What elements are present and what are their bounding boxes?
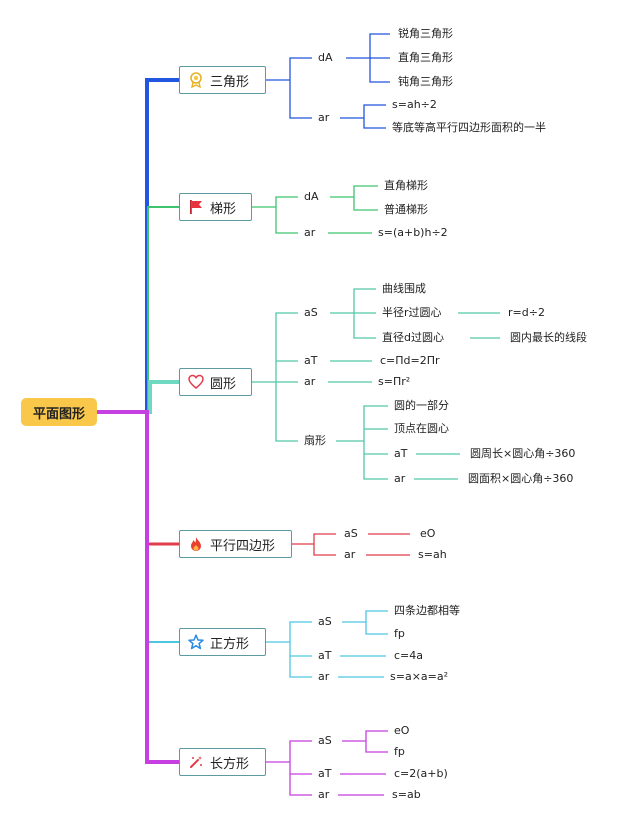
rectangle-aS-item: fp — [394, 745, 405, 758]
square-aT-label: aT — [318, 649, 332, 662]
rectangle-aT-label: aT — [318, 767, 332, 780]
node-circle-label: 圆形 — [210, 376, 237, 392]
trapezoid-dA-label: dA — [304, 190, 319, 203]
circle-aS-value: 圆内最长的线段 — [510, 331, 587, 344]
parallelogram-aS-value: eO — [420, 527, 436, 540]
square-aS-item: fp — [394, 627, 405, 640]
triangle-dA-item: 锐角三角形 — [398, 27, 453, 40]
circle-sector-value: 圆面积×圆心角÷360 — [468, 472, 574, 485]
parallelogram-aS-label: aS — [344, 527, 358, 540]
rectangle-aT-value: c=2(a+b) — [394, 767, 448, 780]
node-triangle[interactable]: 三角形 — [179, 66, 266, 94]
circle-sector-label: 扇形 — [304, 434, 326, 447]
connector-rectangle — [95, 410, 182, 764]
ribbon-medal-icon — [188, 72, 204, 88]
square-aT-value: c=4a — [394, 649, 424, 662]
circle-aS-value: r=d÷2 — [508, 306, 545, 319]
circle-aS-label: aS — [304, 306, 318, 319]
star-icon — [188, 634, 204, 650]
node-parallelogram[interactable]: 平行四边形 — [179, 530, 292, 558]
fire-icon — [188, 536, 204, 552]
connector-parallelogram — [95, 410, 182, 546]
triangle-ar-item: 等底等高平行四边形面积的一半 — [392, 121, 546, 134]
square-ar-label: ar — [318, 670, 330, 683]
rectangle-aS-item: eO — [394, 724, 410, 737]
circle-sector-item: aT — [394, 447, 408, 460]
square-aS-item: 四条边都相等 — [394, 604, 460, 617]
red-flag-icon — [188, 199, 204, 215]
triangle-dA-label: dA — [318, 51, 333, 64]
heart-icon — [188, 374, 204, 390]
rectangle-ar-value: s=ab — [392, 788, 421, 801]
node-parallelogram-label: 平行四边形 — [210, 538, 276, 554]
circle-aT-value: c=Πd=2Πr — [380, 354, 440, 367]
triangle-ar-label: ar — [318, 111, 330, 124]
rectangle-aS-label: aS — [318, 734, 332, 747]
square-ar-value: s=a×a=a² — [390, 670, 449, 683]
connector-square — [96, 411, 181, 643]
triangle-ar-item: s=ah÷2 — [392, 98, 437, 111]
circle-aS-item: 曲线围成 — [382, 282, 426, 295]
triangle-dA-item: 直角三角形 — [398, 51, 453, 64]
circle-ar-label: ar — [304, 375, 316, 388]
node-rectangle-label: 长方形 — [210, 756, 250, 772]
circle-sector-item: ar — [394, 472, 406, 485]
triangle-dA-item: 钝角三角形 — [398, 75, 453, 88]
magic-wand-icon — [188, 754, 204, 770]
connector-triangle — [95, 78, 182, 414]
node-triangle-label: 三角形 — [210, 74, 250, 90]
square-aS-label: aS — [318, 615, 332, 628]
root-node[interactable]: 平面图形 — [21, 398, 97, 426]
trapezoid-dA-item: 直角梯形 — [384, 179, 428, 192]
circle-sector-value: 圆周长×圆心角÷360 — [470, 447, 576, 460]
parallelogram-ar-label: ar — [344, 548, 356, 561]
circle-sector-item: 圆的一部分 — [394, 399, 449, 412]
circle-aT-label: aT — [304, 354, 318, 367]
circle-aS-item: 半径r过圆心 — [382, 306, 442, 319]
circle-aS-item: 直径d过圆心 — [382, 331, 444, 344]
trapezoid-dA-item: 普通梯形 — [384, 203, 428, 216]
node-square-label: 正方形 — [210, 636, 250, 652]
trapezoid-ar-label: ar — [304, 226, 316, 239]
node-trapezoid-label: 梯形 — [210, 201, 237, 217]
node-rectangle[interactable]: 长方形 — [179, 748, 266, 776]
rectangle-ar-label: ar — [318, 788, 330, 801]
node-circle[interactable]: 圆形 — [179, 368, 252, 396]
circle-ar-value: s=Πr² — [378, 375, 411, 388]
parallelogram-ar-value: s=ah — [418, 548, 447, 561]
circle-sector-item: 顶点在圆心 — [394, 422, 449, 435]
node-square[interactable]: 正方形 — [179, 628, 266, 656]
trapezoid-ar-value: s=(a+b)h÷2 — [378, 226, 448, 239]
node-trapezoid[interactable]: 梯形 — [179, 193, 252, 221]
connector-circle — [95, 380, 182, 414]
